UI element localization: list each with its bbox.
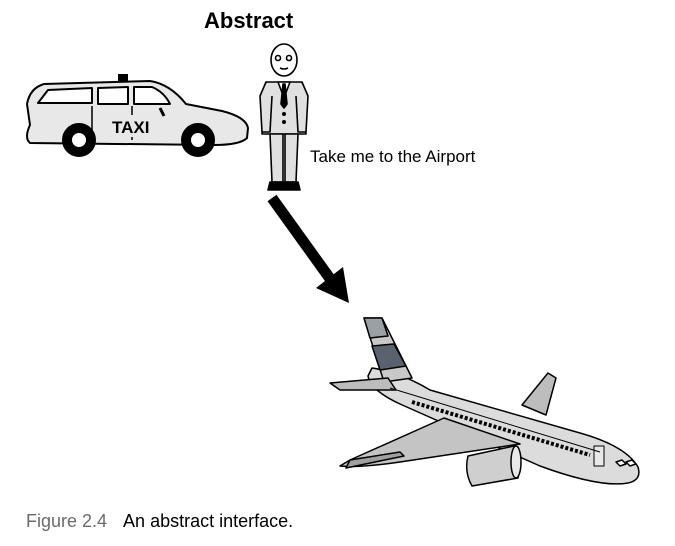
- figure-caption-text: An abstract interface.: [123, 511, 294, 531]
- airplane-windows: [411, 400, 591, 457]
- figure-caption: Figure 2.4 An abstract interface.: [26, 511, 293, 532]
- speech-text: Take me to the Airport: [310, 147, 476, 166]
- taxi-icon: [26, 74, 249, 157]
- arrow-icon: [267, 194, 349, 303]
- person-icon: [259, 43, 309, 191]
- airplane-icon: [329, 317, 640, 487]
- figure-label: Figure 2.4: [26, 511, 108, 531]
- diagram-heading: Abstract: [204, 8, 294, 33]
- taxi-sign-label: TAXI: [112, 118, 149, 137]
